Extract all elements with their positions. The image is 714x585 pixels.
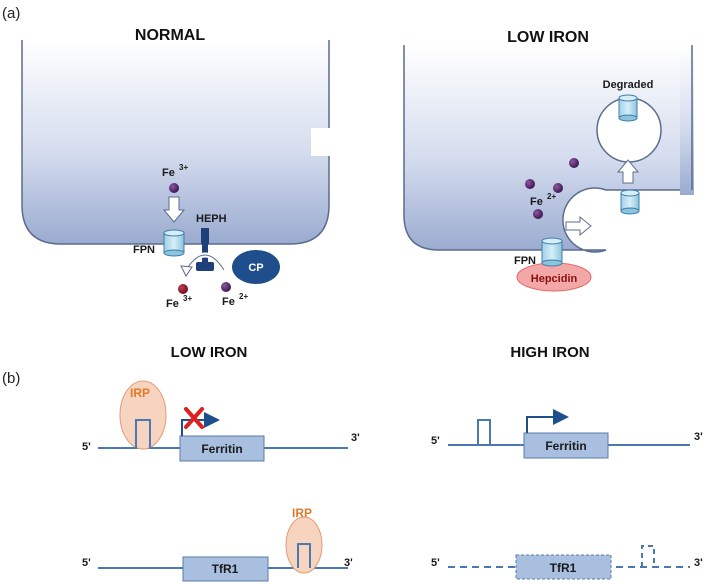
fe-low-sup: 2+ [547, 192, 556, 201]
irp-label-2: IRP [292, 506, 312, 520]
fe-right-sup: 2+ [239, 292, 248, 301]
fpn-label: FPN [133, 244, 155, 256]
five-prime-2: 5' [431, 435, 440, 447]
fe-ion-icon [553, 183, 563, 193]
transcription-arrow-icon [181, 412, 220, 436]
degraded-label: Degraded [603, 79, 654, 91]
fe-right-label: Fe [222, 296, 235, 308]
stem-loop-icon [641, 545, 655, 567]
five-prime-4: 5' [431, 557, 440, 569]
normal-title: NORMAL [135, 27, 205, 44]
stem-loop-icon [477, 419, 491, 445]
stem-loop-icon [297, 543, 311, 568]
fe-top-sup: 3+ [179, 163, 188, 172]
tfr1-label-2: TfR1 [550, 561, 577, 575]
transcription-arrow-icon [526, 409, 569, 433]
down-arrow-icon [162, 196, 186, 223]
fe-left-sup: 3+ [183, 294, 192, 303]
endosome-fpn-icon [620, 189, 640, 215]
fe-left-label: Fe [166, 298, 179, 310]
ferritin-low-mrna [98, 380, 348, 462]
irp-label-1: IRP [130, 386, 150, 400]
five-prime-1: 5' [82, 441, 91, 453]
three-prime-4: 3' [694, 557, 703, 569]
right-arrow-icon [565, 215, 592, 237]
ferritin-label-2: Ferritin [545, 439, 586, 453]
fe2-ion-icon [221, 282, 231, 292]
tfr1-low-mrna [98, 516, 348, 582]
heph-label: HEPH [196, 213, 227, 225]
irp-oval-icon [119, 380, 167, 450]
three-prime-1: 3' [351, 432, 360, 444]
panel-b-label: (b) [2, 370, 20, 387]
fpn-low-label: FPN [514, 255, 536, 267]
panel-a-label: (a) [2, 5, 20, 22]
fe-top-label: Fe [162, 167, 175, 179]
degraded-fpn-icon [618, 94, 638, 122]
three-prime-2: 3' [694, 431, 703, 443]
ferritin-label-1: Ferritin [201, 442, 242, 456]
fe-low-label: Fe [530, 196, 543, 208]
low-iron-title: LOW IRON [507, 29, 589, 46]
fe-ion-icon [169, 183, 179, 193]
fe-ion-icon [569, 158, 579, 168]
cp-label: CP [248, 262, 263, 274]
tfr1-gene-box [515, 554, 612, 580]
hepcidin-label: Hepcidin [531, 273, 578, 285]
up-arrow-icon [616, 159, 640, 184]
fpn-low-icon [541, 237, 563, 267]
low-iron-b-title: LOW IRON [171, 344, 248, 361]
fpn-channel-icon [163, 229, 185, 257]
fe-ion-icon [533, 209, 543, 219]
ferritin-high-mrna [448, 409, 690, 459]
fe3-ion-icon [178, 284, 188, 294]
stem-loop-icon [135, 419, 151, 448]
three-prime-3: 3' [344, 557, 353, 569]
five-prime-3: 5' [82, 557, 91, 569]
ferritin-gene-box [179, 435, 265, 462]
ferritin-gene-box [523, 432, 609, 459]
tfr1-high-mrna [448, 545, 690, 580]
cp-protein-icon [232, 250, 280, 284]
fe-ion-icon [525, 179, 535, 189]
tfr1-gene-box [182, 556, 269, 582]
cell-notch [311, 128, 331, 156]
high-iron-b-title: HIGH IRON [510, 344, 589, 361]
tfr1-label-1: TfR1 [212, 562, 239, 576]
red-x-icon [184, 407, 204, 429]
